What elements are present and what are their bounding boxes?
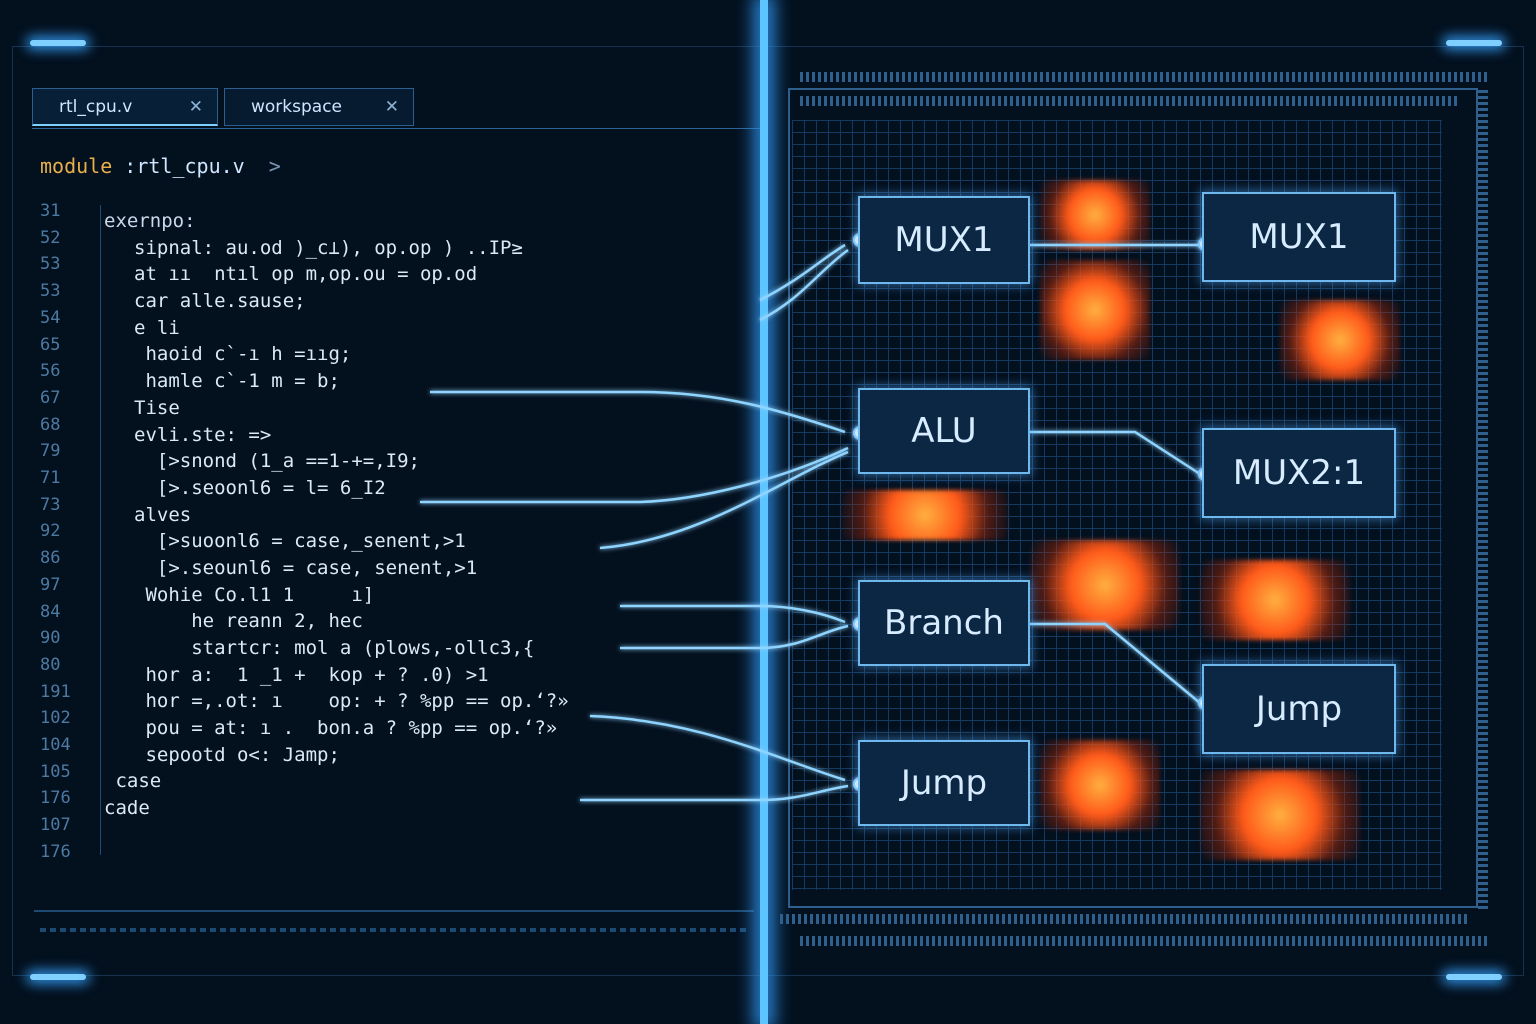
chevron-right-icon[interactable]: >	[268, 154, 281, 178]
gutter-divider	[100, 205, 101, 855]
code-line[interactable]: hor =,.ot: ı op: + ? %pp == op.ʻ?»	[134, 690, 569, 713]
line-number: 71	[40, 468, 61, 489]
code-line[interactable]: evli.ste: =>	[134, 423, 272, 446]
code-line[interactable]: he reann 2, hec	[134, 610, 363, 633]
breadcrumb-keyword: module	[40, 154, 113, 178]
code-line[interactable]: alves	[134, 503, 192, 526]
tab-label: rtl_cpu.v	[59, 96, 133, 117]
code-line[interactable]: startcr: mol a (plows,-ollc3,{	[134, 637, 535, 659]
code-line[interactable]: pou = at: ı . bon.a ? %pp == op.ʻ?»	[134, 717, 558, 740]
line-number: 52	[40, 227, 61, 248]
code-line[interactable]: Wohie Co.l1 1 ı]	[134, 583, 375, 606]
line-number: 97	[40, 574, 61, 595]
mux1-left-block[interactable]: MUX1	[858, 196, 1030, 284]
line-number: 79	[40, 441, 61, 462]
code-line[interactable]: [>snond (1_a ==1-+=,I9;	[134, 450, 420, 473]
line-number: 67	[40, 387, 61, 408]
tab-workspace[interactable]: workspace ✕	[224, 88, 414, 126]
code-line[interactable]: cade	[104, 797, 150, 820]
code-line[interactable]: [>suoonl6 = case,_senent,>1	[134, 530, 466, 553]
schematic-stripe	[800, 936, 1490, 946]
line-number: 92	[40, 521, 61, 542]
code-line[interactable]: hamle c`-1 m = b;	[134, 370, 340, 393]
code-line[interactable]: haoid c`-ı h =ııg;	[134, 343, 352, 366]
close-icon[interactable]: ✕	[188, 97, 203, 117]
heat-spot	[1040, 260, 1150, 360]
line-number: 107	[40, 815, 71, 836]
panel-divider[interactable]	[760, 0, 768, 1024]
tab-rtl-cpu[interactable]: rtl_cpu.v ✕	[32, 88, 218, 126]
code-editor-panel: rtl_cpu.v ✕ workspace ✕ module :rtl_cpu.…	[0, 0, 760, 1024]
code-area[interactable]: exernpo: sipnal: au.od )_c⊥), op.op ) ..I…	[104, 208, 569, 822]
jump-right-block[interactable]: Jump	[1202, 664, 1396, 754]
line-number: 105	[40, 761, 71, 782]
heat-spot	[1280, 300, 1400, 380]
line-number: 80	[40, 654, 61, 675]
schematic-stripe	[800, 96, 1460, 106]
line-number: 176	[40, 841, 71, 862]
mux1-right-block[interactable]: MUX1	[1202, 192, 1396, 282]
editor-bottom-rule	[34, 910, 754, 912]
window-frame	[12, 46, 1524, 976]
line-number: 86	[40, 548, 61, 569]
code-line[interactable]: exernpo:	[104, 210, 196, 232]
line-number: 90	[40, 628, 61, 649]
glow-indicator	[1446, 974, 1502, 980]
heat-spot	[840, 490, 1010, 540]
schematic-stripe	[780, 914, 1470, 924]
alu-block[interactable]: ALU	[858, 388, 1030, 474]
breadcrumb: module :rtl_cpu.v >	[40, 154, 281, 178]
line-number: 65	[40, 334, 61, 355]
heat-spot	[1200, 770, 1360, 860]
tab-bar: rtl_cpu.v ✕ workspace ✕	[32, 88, 760, 129]
glow-indicator	[30, 974, 86, 980]
code-line[interactable]: at ıı ntıl op m,op.ou = op.od	[134, 263, 478, 286]
code-line[interactable]: [>.seounl6 = case, senent,>1	[134, 556, 478, 579]
line-number: 176	[40, 788, 71, 809]
heat-spot	[1040, 180, 1150, 250]
line-number: 53	[40, 254, 61, 275]
tab-label: workspace	[251, 97, 343, 117]
line-number: 73	[40, 494, 61, 515]
schematic-stripe	[1478, 90, 1488, 910]
jump-left-block[interactable]: Jump	[858, 740, 1030, 826]
code-line[interactable]: sepootd o<: Jamp;	[134, 743, 340, 766]
code-line[interactable]: hor a: 1 _1 + kop + ? .0) >1	[134, 663, 489, 686]
code-line[interactable]: case	[104, 770, 162, 793]
schematic-stripe	[800, 72, 1490, 82]
heat-spot	[1200, 560, 1350, 640]
branch-block[interactable]: Branch	[858, 580, 1030, 666]
close-icon[interactable]: ✕	[384, 97, 399, 117]
line-number: 53	[40, 281, 61, 302]
mux21-block[interactable]: MUX2:1	[1202, 428, 1396, 518]
glow-indicator	[1446, 40, 1502, 46]
line-number: 102	[40, 708, 71, 729]
schematic-outline	[788, 88, 1478, 908]
line-number: 104	[40, 735, 71, 756]
line-number: 31	[40, 201, 61, 221]
line-number: 68	[40, 414, 61, 435]
line-number: 56	[40, 361, 61, 382]
code-line[interactable]: e li	[134, 316, 180, 339]
line-number: 54	[40, 307, 61, 328]
code-line[interactable]: Tise	[134, 396, 180, 419]
line-number: 191	[40, 681, 71, 702]
code-line[interactable]: sipnal: au.od )_c⊥), op.op ) ..IP≥	[134, 236, 523, 259]
line-number: 84	[40, 601, 61, 622]
code-line[interactable]: [>.seoonl6 = l= 6_I2	[134, 476, 386, 499]
breadcrumb-file[interactable]: :rtl_cpu.v	[124, 154, 245, 178]
heat-spot	[1040, 740, 1160, 830]
heat-spot	[1030, 540, 1180, 630]
line-number-gutter: 31 52 53 53 54 65 56 67 68 79 71 73 92 86 97 84 90 80 191 1…	[40, 198, 80, 866]
glow-indicator	[30, 40, 86, 46]
code-line[interactable]: car alle.sause;	[134, 290, 306, 313]
editor-scroll-track	[40, 928, 750, 932]
